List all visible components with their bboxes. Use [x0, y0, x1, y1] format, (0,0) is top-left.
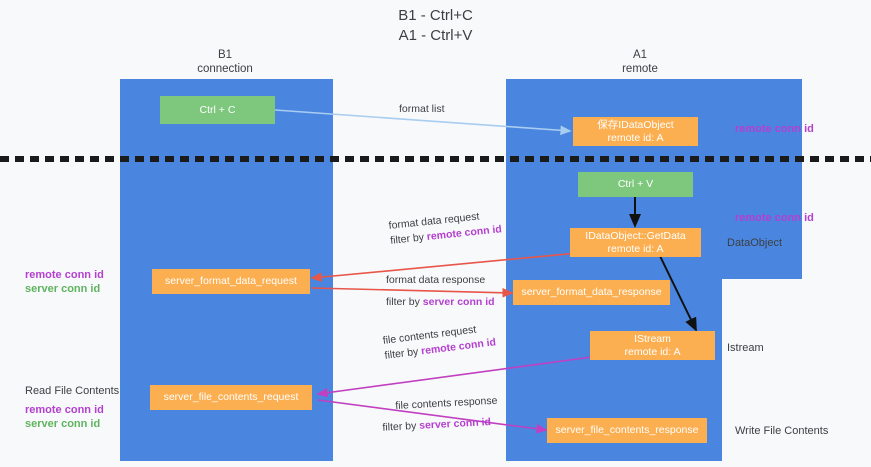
- filter-key-server-conn-id: server conn id: [418, 416, 492, 432]
- box-server-format-data-response[interactable]: server_format_data_response: [513, 280, 670, 305]
- column-header-a1-name: A1: [632, 49, 648, 61]
- phase-divider-dashed-line: [0, 156, 871, 162]
- connector-getdata-to-istream: [659, 255, 697, 332]
- connector-file-contents-response: [317, 399, 548, 434]
- box-istream[interactable]: IStream remote id: A: [590, 331, 715, 360]
- box-server-file-contents-response-label: server_file_contents_response: [555, 424, 699, 436]
- box-save-idataobject-line1: 保存IDataObject: [597, 118, 674, 131]
- edge-label-format-data-response-filter: filter by server conn id: [386, 295, 495, 310]
- side-label-left-remote-conn-id-2: remote conn id: [25, 404, 104, 416]
- side-label-read-file-contents: Read File Contents: [25, 385, 120, 397]
- side-label-remote-conn-id-top: remote conn id: [735, 123, 814, 135]
- side-label-remote-conn-id-mid: remote conn id: [735, 212, 814, 224]
- box-server-format-data-response-label: server_format_data_response: [521, 286, 662, 298]
- side-label-dataobject: DataObject: [727, 237, 783, 249]
- connector-file-contents-request: [316, 356, 593, 398]
- side-label-left-server-conn-id: server conn id: [25, 283, 101, 295]
- box-ctrl-c-label: Ctrl + C: [199, 103, 236, 116]
- edge-label-format-data-response-text: format data response: [386, 274, 486, 286]
- box-save-idataobject-line2: remote id: A: [607, 131, 664, 144]
- edge-label-format-list-text: format list: [399, 103, 445, 115]
- box-server-format-data-request-label: server_format_data_request: [165, 275, 297, 287]
- box-server-format-data-request[interactable]: server_format_data_request: [152, 269, 310, 294]
- diagram-title: B1 - Ctrl+C A1 - Ctrl+V: [0, 6, 871, 46]
- filter-prefix: filter by: [382, 419, 420, 434]
- column-header-b1-sub: connection: [197, 63, 253, 75]
- filter-key-server-conn-id: server conn id: [422, 296, 495, 308]
- box-ctrl-v[interactable]: Ctrl + V: [578, 172, 693, 197]
- filter-prefix: filter by: [383, 345, 422, 362]
- box-istream-line1: IStream: [634, 332, 671, 345]
- column-header-a1-sub: remote: [622, 63, 658, 75]
- title-line-2: A1 - Ctrl+V: [398, 27, 473, 44]
- box-server-file-contents-request-label: server_file_contents_request: [163, 391, 299, 403]
- connector-format-data-request: [310, 252, 579, 282]
- edge-label-format-list: format list: [399, 102, 445, 117]
- column-header-b1: B1 connection: [150, 48, 300, 76]
- column-header-b1-name: B1: [217, 49, 233, 61]
- connector-format-list: [274, 109, 572, 136]
- edge-label-file-contents-response: file contents response filter by server …: [382, 394, 499, 435]
- filter-prefix: filter by: [386, 296, 423, 308]
- column-header-a1: A1 remote: [565, 48, 715, 76]
- box-getdata-line2: remote id: A: [607, 242, 664, 255]
- connector-format-data-response: [311, 287, 514, 298]
- box-idataobject-getdata[interactable]: IDataObject::GetData remote id: A: [570, 228, 701, 257]
- box-ctrl-v-label: Ctrl + V: [617, 178, 654, 190]
- side-label-istream: Istream: [727, 342, 764, 354]
- edge-label-format-data-response: format data response filter by server co…: [386, 273, 495, 310]
- box-server-file-contents-response[interactable]: server_file_contents_response: [547, 418, 707, 443]
- filter-prefix: filter by: [389, 231, 428, 247]
- side-label-write-file-contents: Write File Contents: [735, 425, 829, 437]
- side-label-left-remote-conn-id: remote conn id: [25, 269, 104, 281]
- side-label-left-server-conn-id-2: server conn id: [25, 418, 101, 430]
- box-ctrl-c[interactable]: Ctrl + C: [160, 96, 275, 124]
- box-istream-line2: remote id: A: [624, 345, 681, 358]
- box-getdata-line1: IDataObject::GetData: [585, 229, 686, 242]
- title-line-1: B1 - Ctrl+C: [398, 7, 473, 24]
- box-server-file-contents-request[interactable]: server_file_contents_request: [150, 385, 312, 410]
- box-save-idataobject[interactable]: 保存IDataObject remote id: A: [573, 117, 698, 146]
